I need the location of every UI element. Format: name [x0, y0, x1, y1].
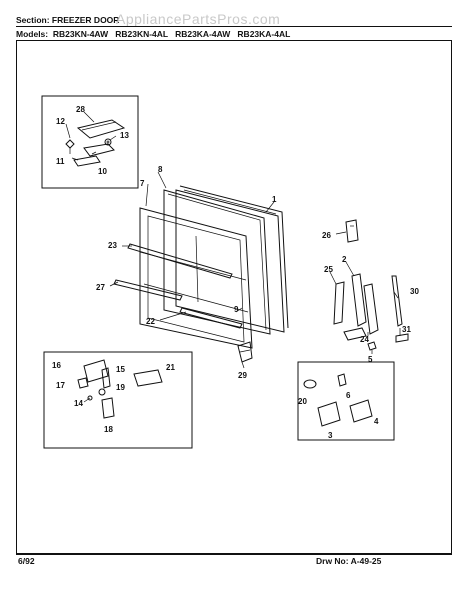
shelf-bar-part-22: [179, 307, 243, 329]
callout-30: 30: [410, 287, 419, 296]
hinge-part-25: [333, 281, 345, 325]
callout-18: 18: [104, 425, 113, 434]
callout-12: 12: [56, 117, 65, 126]
callout-24: 24: [360, 335, 369, 344]
callout-9: 9: [234, 305, 239, 314]
part-19: [98, 388, 106, 396]
handle-inset-box: [41, 95, 139, 189]
door-gasket-part-8: [163, 189, 271, 335]
models-label: Models:: [16, 29, 49, 39]
callout-2: 2: [342, 255, 347, 264]
callout-22: 22: [146, 317, 155, 326]
hinge-cover-part-26: [345, 219, 359, 243]
shelf-bar-part-23: [127, 243, 233, 279]
screw-part-12: [65, 139, 75, 154]
callout-3: 3: [328, 431, 333, 440]
callout-26: 26: [322, 231, 331, 240]
section-label: Section:: [16, 15, 50, 25]
section-value: FREEZER DOOR: [51, 15, 120, 25]
hinge-part-4: [349, 399, 373, 423]
callout-27: 27: [96, 283, 105, 292]
hinge-part-3: [317, 401, 341, 427]
callout-23: 23: [108, 241, 117, 250]
pin-part-31: [395, 333, 409, 343]
bracket-part-10: [83, 143, 115, 157]
hinge-part-24: [343, 283, 379, 341]
hinge-part-29: [237, 341, 253, 363]
callout-13: 13: [120, 131, 129, 140]
callout-11: 11: [56, 157, 65, 166]
drawing-label: Drw No:: [316, 556, 349, 566]
hinge-part-15: [101, 367, 111, 389]
callout-8: 8: [158, 165, 163, 174]
cap-part-20: [303, 379, 317, 389]
model-1: RB23KN-4AW: [52, 29, 109, 39]
handle-part-28: [76, 119, 126, 139]
hardware-inset-box-left: [43, 351, 193, 449]
callout-15: 15: [116, 365, 125, 374]
header-divider: [16, 26, 452, 27]
exploded-diagram: 28 12 13 10 11 1 8 7 23 27 22 9 29 26 2 …: [41, 95, 419, 449]
section-line: Section: FREEZER DOOR: [16, 15, 119, 25]
callout-10: 10: [98, 167, 107, 176]
shelf-bar-part-27: [113, 279, 183, 301]
hinge-rod-part-30: [391, 275, 403, 327]
washer-part-13: [104, 138, 112, 146]
diagram-frame: [16, 40, 452, 554]
callout-28: 28: [76, 105, 85, 114]
callout-6: 6: [346, 391, 351, 400]
callout-31: 31: [402, 325, 411, 334]
screw-part-5: [367, 341, 377, 351]
outer-door-part-1: [175, 185, 289, 333]
callout-7: 7: [140, 179, 145, 188]
hardware-inset-box-right: [297, 361, 395, 441]
callout-20: 20: [298, 397, 307, 406]
callout-17: 17: [56, 381, 65, 390]
callout-19: 19: [116, 383, 125, 392]
callout-4: 4: [374, 417, 379, 426]
screw-part-14: [83, 395, 93, 403]
hinge-part-2: [351, 273, 367, 327]
callout-1: 1: [272, 195, 277, 204]
callout-14: 14: [74, 399, 83, 408]
plate-part-11: [73, 155, 101, 167]
drawing-number-line: Drw No: A-49-25: [316, 556, 381, 566]
part-17: [77, 377, 89, 389]
model-3: RB23KA-4AW: [175, 29, 231, 39]
callout-29: 29: [238, 371, 247, 380]
plate-part-21: [133, 369, 163, 387]
model-4: RB23KA-4AL: [237, 29, 291, 39]
callout-16: 16: [52, 361, 61, 370]
models-line: Models: RB23KN-4AW RB23KN-4AL RB23KA-4AW…: [16, 29, 290, 39]
screw-part-6: [337, 373, 347, 387]
drawing-number: A-49-25: [350, 556, 382, 566]
plate-part-18: [101, 397, 115, 419]
footer-divider: [16, 554, 452, 555]
callout-21: 21: [166, 363, 175, 372]
model-2: RB23KN-4AL: [115, 29, 168, 39]
parts-sheet: Section: FREEZER DOOR AppliancePartsPros…: [16, 11, 452, 572]
bracket-part-16: [83, 359, 109, 383]
drawing-date: 6/92: [18, 556, 35, 566]
watermark: AppliancePartsPros.com: [116, 11, 281, 27]
callout-5: 5: [368, 355, 373, 364]
callout-25: 25: [324, 265, 333, 274]
